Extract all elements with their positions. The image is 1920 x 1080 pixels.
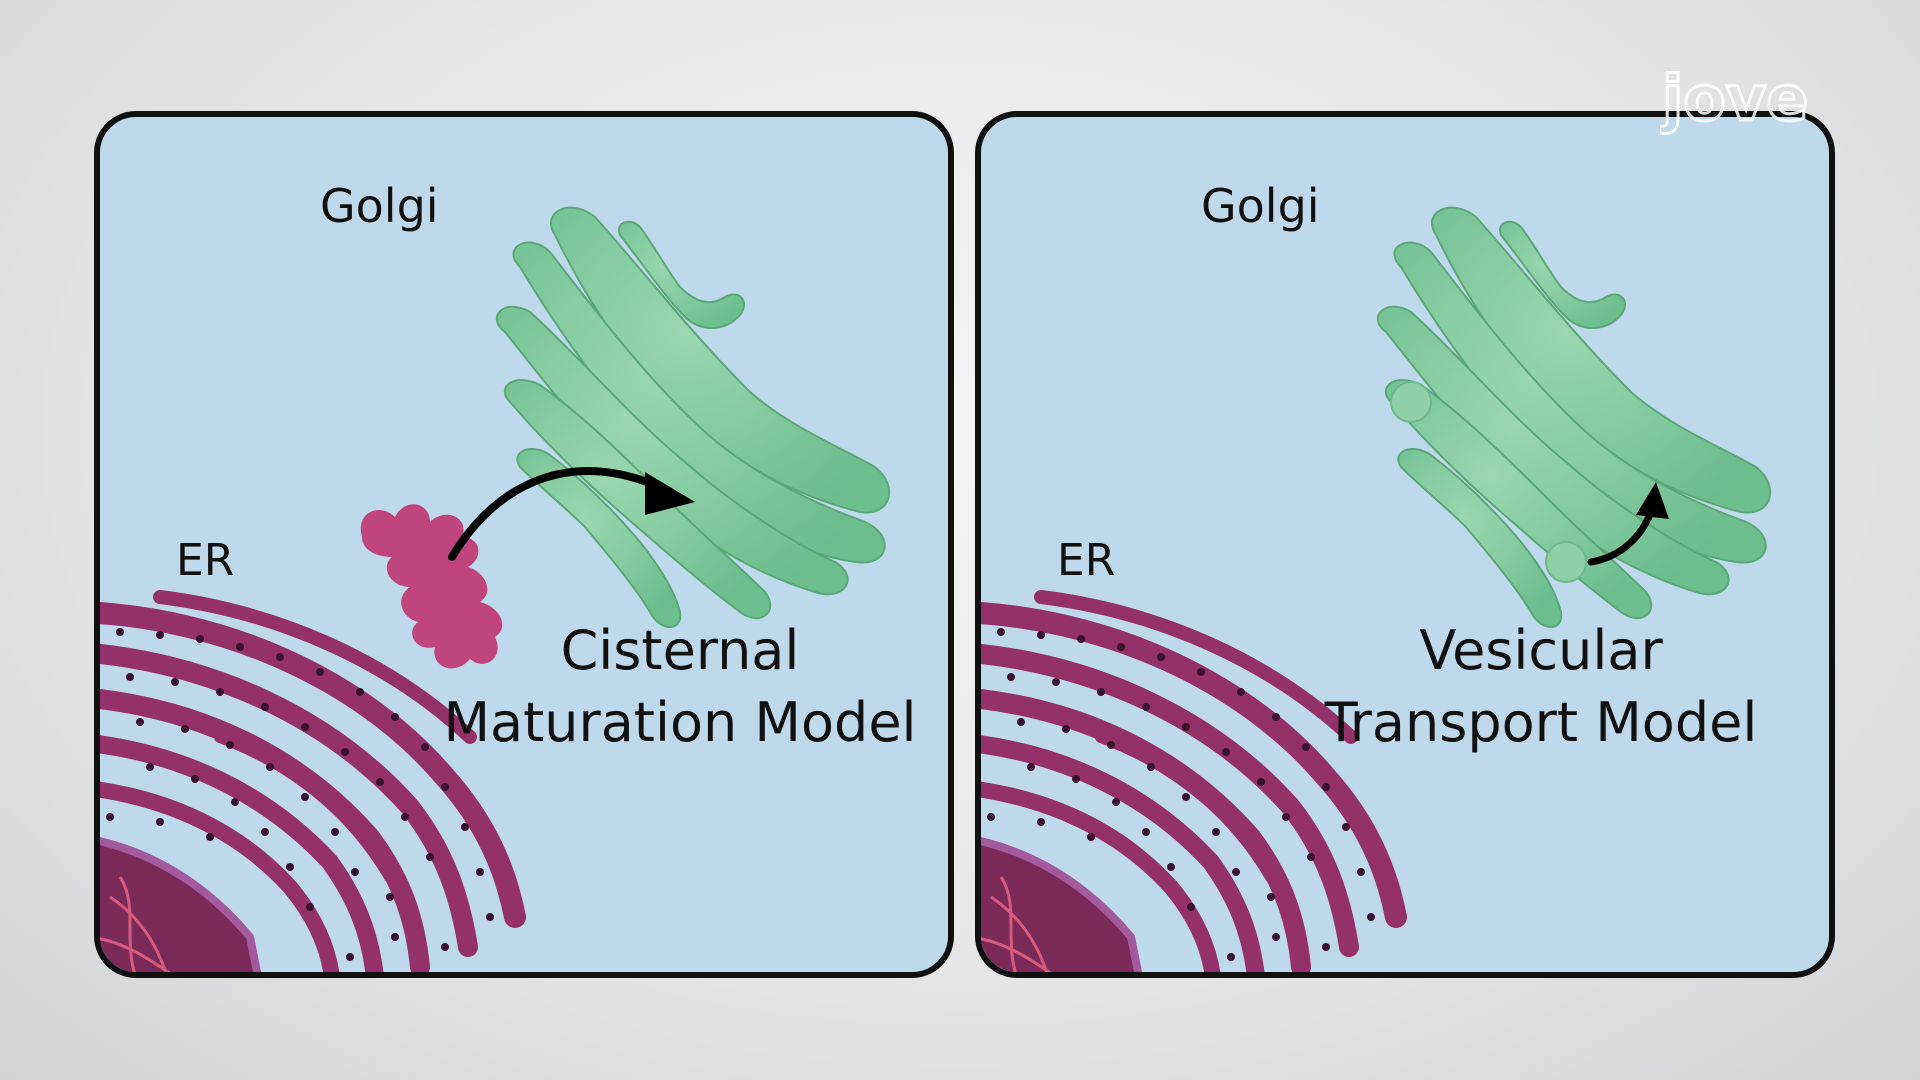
vesicular-transport-panel: Golgi ER Vesicular Transport Model <box>975 111 1835 978</box>
model-title-line1: Cisternal <box>560 619 800 682</box>
model-title-line2: Maturation Model <box>443 691 917 754</box>
transport-arrow-icon <box>448 467 674 561</box>
transport-vesicle-icon <box>1390 381 1432 423</box>
model-title: Vesicular Transport Model <box>1281 615 1801 759</box>
cisternal-maturation-illustration <box>100 206 891 972</box>
arrow-head-icon <box>1636 482 1669 519</box>
arrow-head-icon <box>645 472 695 515</box>
transport-arrow-icon <box>1587 508 1655 566</box>
golgi-apparatus-icon <box>495 206 891 629</box>
cargo-protein-icon <box>360 504 503 669</box>
jove-logo-icon: jove <box>1660 61 1810 137</box>
golgi-label: Golgi <box>320 179 439 233</box>
golgi-label: Golgi <box>1201 179 1320 233</box>
transport-vesicle-icon <box>1545 541 1587 583</box>
er-label: ER <box>1057 535 1116 586</box>
er-label: ER <box>176 535 235 586</box>
jove-logo-text: jove <box>1660 62 1808 135</box>
vesicular-transport-illustration <box>981 206 1772 972</box>
cisternal-maturation-panel: Golgi ER Cisternal Maturation Model <box>94 111 954 978</box>
model-title-line1: Vesicular <box>1419 619 1663 682</box>
model-title: Cisternal Maturation Model <box>420 615 940 759</box>
model-title-line2: Transport Model <box>1324 691 1758 754</box>
